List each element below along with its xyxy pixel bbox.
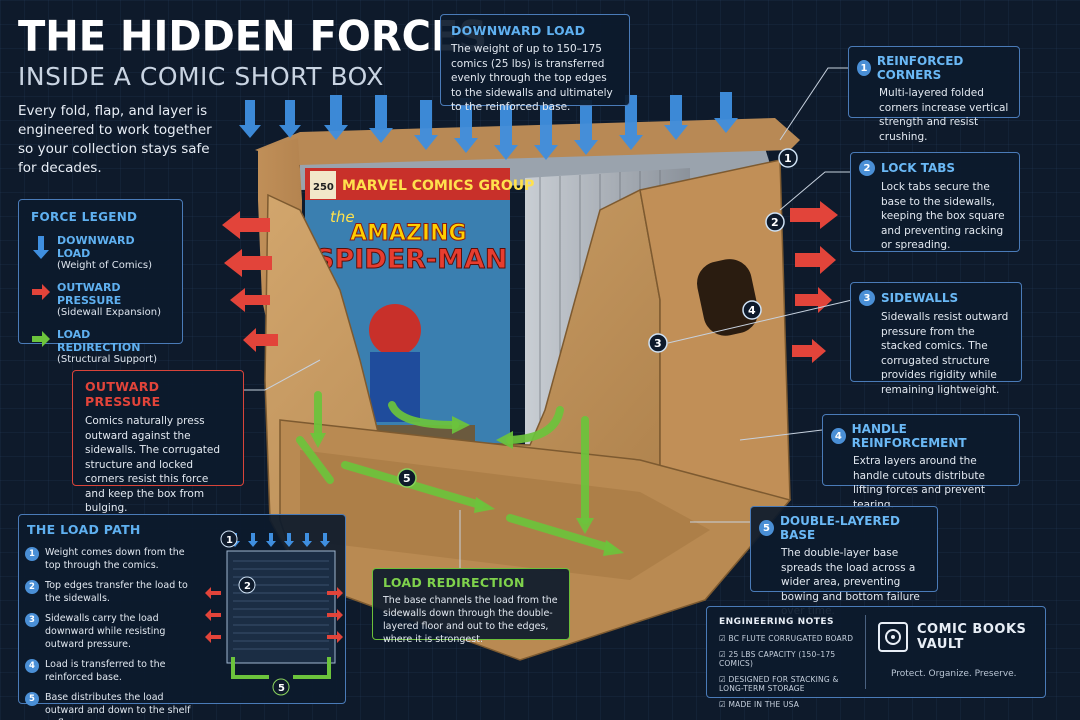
engineering-notes-panel: ENGINEERING NOTES ☑ BC FLUTE CORRUGATED … [706, 606, 1046, 709]
comic-issue: 250 [313, 182, 334, 193]
svg-text:5: 5 [278, 683, 285, 694]
intro-text: Every fold, flap, and layer is engineere… [18, 103, 212, 176]
outward-pressure-panel: OUTWARD PRESSURE Comics naturally press … [72, 370, 244, 514]
eng-note: ☑ BC FLUTE CORRUGATED BOARD [719, 634, 854, 643]
svg-text:1: 1 [784, 152, 792, 165]
eng-note: ☑ 25 LBS CAPACITY (150–175 COMICS) [719, 650, 836, 668]
handle-cutout [696, 259, 759, 336]
force-legend-title: FORCE LEGEND [31, 210, 138, 224]
legend-item-outward: OUTWARD PRESSURE (Sidewall Expansion) [31, 281, 170, 318]
leader-lines [244, 67, 853, 568]
svg-text:1: 1 [226, 535, 233, 546]
downward-load-arrows [239, 92, 738, 160]
red-arrow-icon [32, 284, 50, 300]
eng-note: ☑ DESIGNED FOR STACKING & LONG-TERM STOR… [719, 675, 839, 693]
page-title: THE HIDDEN FORCES [18, 12, 488, 62]
svg-text:2: 2 [244, 581, 251, 592]
comic-title: SPIDER-MAN [315, 244, 508, 275]
comic-publisher: MARVEL COMICS GROUP [342, 178, 534, 194]
downward-load-panel: DOWNWARD LOAD The weight of up to 150–17… [440, 14, 630, 113]
load-path-diagram: 1 2 5 [205, 530, 343, 696]
blue-arrow-icon [33, 236, 49, 259]
svg-text:2: 2 [771, 216, 779, 229]
green-arrow-icon [32, 331, 50, 347]
diagram-badges: 1 2 3 4 5 [397, 148, 798, 488]
brand-tagline: Protect. Organize. Preserve. [891, 669, 1017, 679]
legend-item-downward: DOWNWARD LOAD (Weight of Comics) [31, 234, 170, 271]
force-legend: FORCE LEGEND DOWNWARD LOAD (Weight of Co… [18, 199, 183, 365]
svg-text:5: 5 [403, 472, 411, 485]
svg-text:3: 3 [654, 337, 662, 350]
svg-text:4: 4 [748, 304, 756, 317]
outward-pressure-arrows [222, 201, 838, 363]
load-redirection-panel: LOAD REDIRECTION The base channels the l… [372, 568, 570, 645]
spider-man-figure [369, 304, 421, 356]
legend-item-redirection: LOAD REDIRECTION (Structural Support) [31, 328, 170, 365]
vault-icon [878, 622, 908, 652]
page-subtitle: INSIDE A COMIC SHORT BOX [18, 62, 384, 91]
brand-logo: COMIC BOOKS VAULT [877, 621, 1026, 653]
comic-the: the [330, 208, 355, 226]
eng-note: ☑ MADE IN THE USA [719, 700, 800, 709]
comic-amazing: AMAZING [350, 221, 467, 246]
